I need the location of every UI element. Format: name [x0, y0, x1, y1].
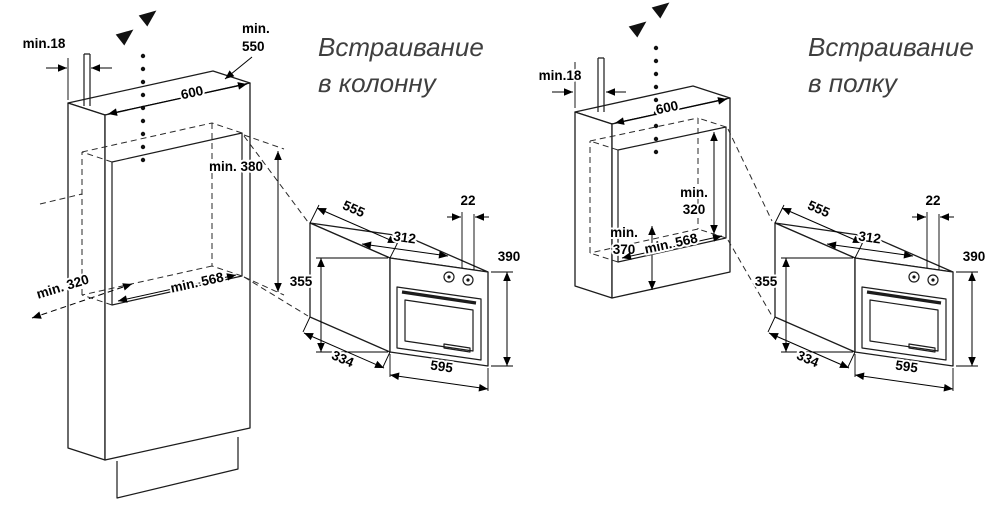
projection-lines: [727, 128, 773, 317]
label-cabinet-width: 600: [179, 83, 204, 102]
column-installation-diagram: min.18 min. 550 600 min. 380 min. 320 mi…: [21, 10, 522, 499]
label-oven-front-height: 355: [755, 274, 778, 289]
dim-niche-height: min. 320: [678, 132, 718, 234]
dim-rear-gap: min.18: [21, 34, 112, 106]
dim-top-clearance: min. 550: [224, 19, 272, 80]
dim-cabinet-width: 600: [107, 81, 248, 116]
label-rear-gap: min.18: [539, 68, 582, 83]
label-oven-depth: 555: [340, 197, 367, 220]
label-oven-top-width: 312: [392, 229, 416, 247]
label-niche-height-value: 320: [683, 202, 706, 217]
diagram-title-line1: Встраивание: [318, 32, 484, 62]
label-top-clearance-min: min.: [242, 21, 270, 36]
label-oven-height: 390: [963, 249, 986, 264]
label-oven-base-depth: 334: [794, 347, 821, 370]
ventilation-arrows-icon: [628, 2, 670, 38]
label-top-clearance-value: 550: [242, 39, 265, 54]
label-oven-base-depth: 334: [329, 347, 356, 370]
dim-cabinet-width: 600: [614, 96, 728, 125]
label-niche-height: min. 380: [209, 159, 263, 174]
label-under-clearance-value: 370: [613, 242, 636, 257]
label-cabinet-width: 600: [654, 98, 679, 117]
label-oven-width: 595: [429, 358, 454, 376]
label-oven-width: 595: [894, 358, 919, 376]
ventilation-arrows-icon: [115, 10, 157, 46]
diagram-title-line2: в колонну: [318, 68, 438, 98]
projection-lines: [243, 135, 309, 317]
label-oven-flange: 22: [460, 193, 475, 208]
label-oven-front-height: 355: [290, 274, 313, 289]
label-oven-height: 390: [498, 249, 521, 264]
label-oven-flange: 22: [925, 193, 940, 208]
dim-rear-gap: min.18: [537, 57, 626, 112]
diagram-title-line1: Встраивание: [808, 32, 974, 62]
label-niche-height-min: min.: [680, 185, 708, 200]
dim-niche-height: min. 380: [207, 134, 285, 296]
diagram-title-line2: в полку: [808, 68, 899, 98]
label-oven-depth: 555: [805, 197, 832, 220]
label-oven-top-width: 312: [857, 229, 881, 247]
label-rear-gap: min.18: [23, 36, 66, 51]
airflow-dots: [653, 45, 659, 155]
shelf-installation-diagram: min.18 600 min. 320 min. 370 min. 568 55…: [537, 2, 987, 391]
tall-cabinet-drawing: [39, 70, 251, 499]
label-under-clearance-min: min.: [610, 225, 638, 240]
plinth: [116, 437, 239, 499]
airflow-dots: [140, 53, 146, 163]
